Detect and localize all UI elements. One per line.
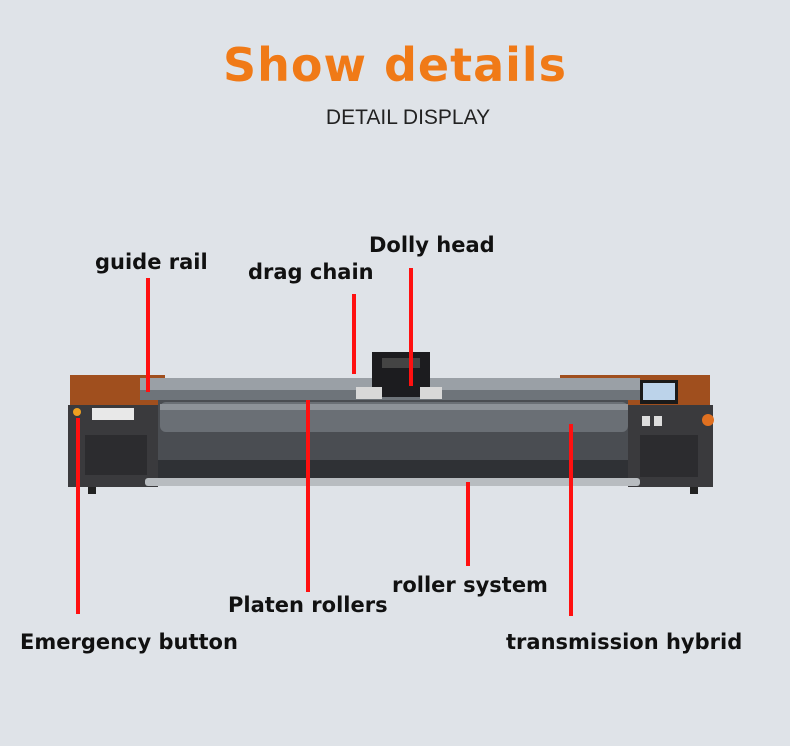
roller-system-label: roller system — [392, 573, 548, 597]
roller-system-pointer — [466, 482, 470, 566]
control-key-2 — [654, 416, 662, 426]
left-emergency-button — [73, 408, 81, 416]
roller-system-bar — [145, 478, 640, 486]
right-emergency-button — [702, 414, 714, 426]
transmission-hybrid-pointer — [569, 424, 573, 616]
right-cabinet-door — [640, 435, 698, 477]
guide-rail-pointer — [146, 278, 150, 392]
dolly-head-top — [382, 358, 420, 368]
emergency-button-label: Emergency button — [20, 630, 238, 654]
right-foot — [690, 487, 698, 494]
guide-rail-label: guide rail — [95, 250, 208, 274]
monitor-screen — [643, 383, 675, 400]
page-subtitle: DETAIL DISPLAY — [325, 106, 491, 129]
dolly-head-pointer — [409, 268, 413, 386]
left-cabinet-door — [85, 435, 147, 475]
left-foot — [88, 487, 96, 494]
platen-roller-highlight — [160, 404, 628, 410]
control-key-1 — [642, 416, 650, 426]
lower-frame — [158, 460, 628, 478]
page-title: Show details — [222, 38, 568, 92]
platen-rollers-pointer — [306, 400, 310, 592]
dolly-head-label: Dolly head — [369, 233, 495, 257]
transmission-hybrid-label: transmission hybrid — [506, 630, 743, 654]
left-cabinet-tray — [92, 408, 134, 420]
dolly-bracket-left — [356, 387, 382, 399]
dolly-bracket-right — [420, 387, 442, 399]
drag-chain-pointer — [352, 294, 356, 374]
platen-rollers-label: Platen rollers — [228, 593, 388, 617]
drag-chain-label: drag chain — [248, 260, 374, 284]
emergency-button-pointer — [76, 418, 80, 614]
